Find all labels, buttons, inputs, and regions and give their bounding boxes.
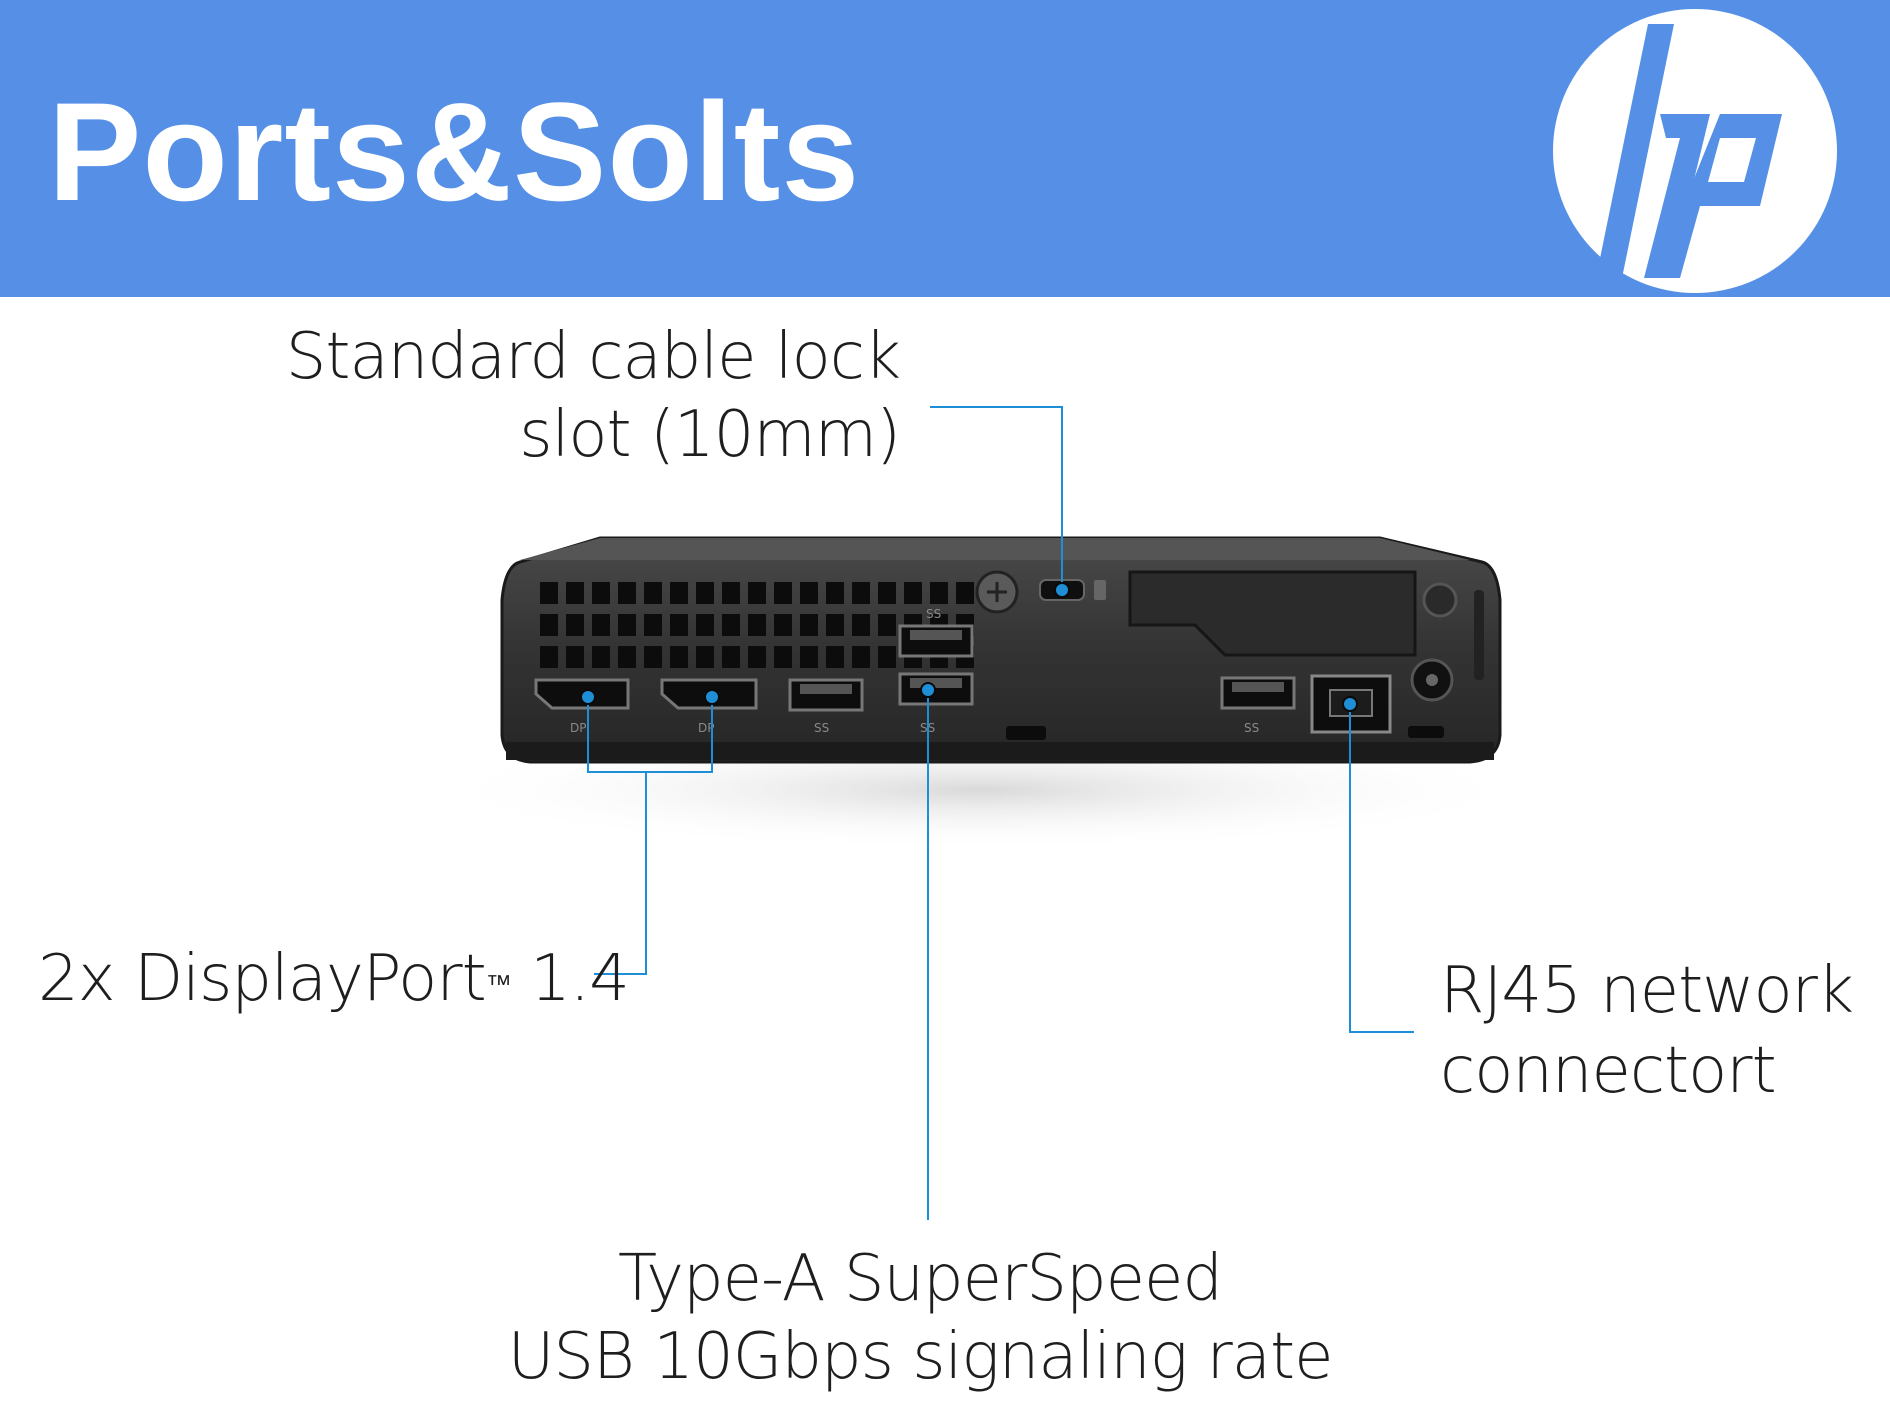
vent-grid [540, 582, 974, 668]
leader-rj45 [1349, 704, 1414, 1033]
marker-rj45 [1342, 696, 1358, 712]
usb-glyph-1: SS [814, 721, 829, 735]
callout-usb-line1: Type-A SuperSpeed [618, 1242, 1223, 1316]
page-title: Ports&Solts [48, 73, 861, 230]
expansion-cover [1128, 570, 1417, 657]
trademark-symbol: ™ [485, 970, 512, 1000]
leader-displayport-join [594, 772, 647, 975]
callout-displayport: 2x DisplayPort™ 1.4 [38, 940, 630, 1018]
marker-usb [920, 682, 936, 698]
callout-displayport-text: 2x DisplayPort [38, 942, 487, 1016]
usb-glyph-4: SS [1244, 721, 1259, 735]
callout-cable-lock-line2: slot (10mm) [519, 398, 901, 472]
callout-cable-lock-line1: Standard cable lock [285, 320, 901, 394]
dp-glyph-1: DP [570, 721, 586, 735]
callout-rj45-line1: RJ45 network [1440, 954, 1854, 1028]
hp-logo [1550, 6, 1840, 296]
callout-displayport-version: 1.4 [510, 942, 630, 1016]
dp-glyph-2: DP [698, 721, 714, 735]
marker-dp-1 [580, 689, 596, 705]
callout-rj45-line2: connectort [1440, 1034, 1777, 1108]
power-button [1422, 582, 1458, 618]
leader-cable-lock [930, 406, 1063, 590]
usb-glyph-2: SS [926, 607, 941, 621]
marker-cable-lock [1054, 582, 1070, 598]
callout-usb-line2: USB 10Gbps signaling rate [507, 1320, 1334, 1394]
marker-dp-2 [704, 689, 720, 705]
leader-displayport [587, 697, 713, 773]
header-banner: Ports&Solts [0, 0, 1890, 297]
